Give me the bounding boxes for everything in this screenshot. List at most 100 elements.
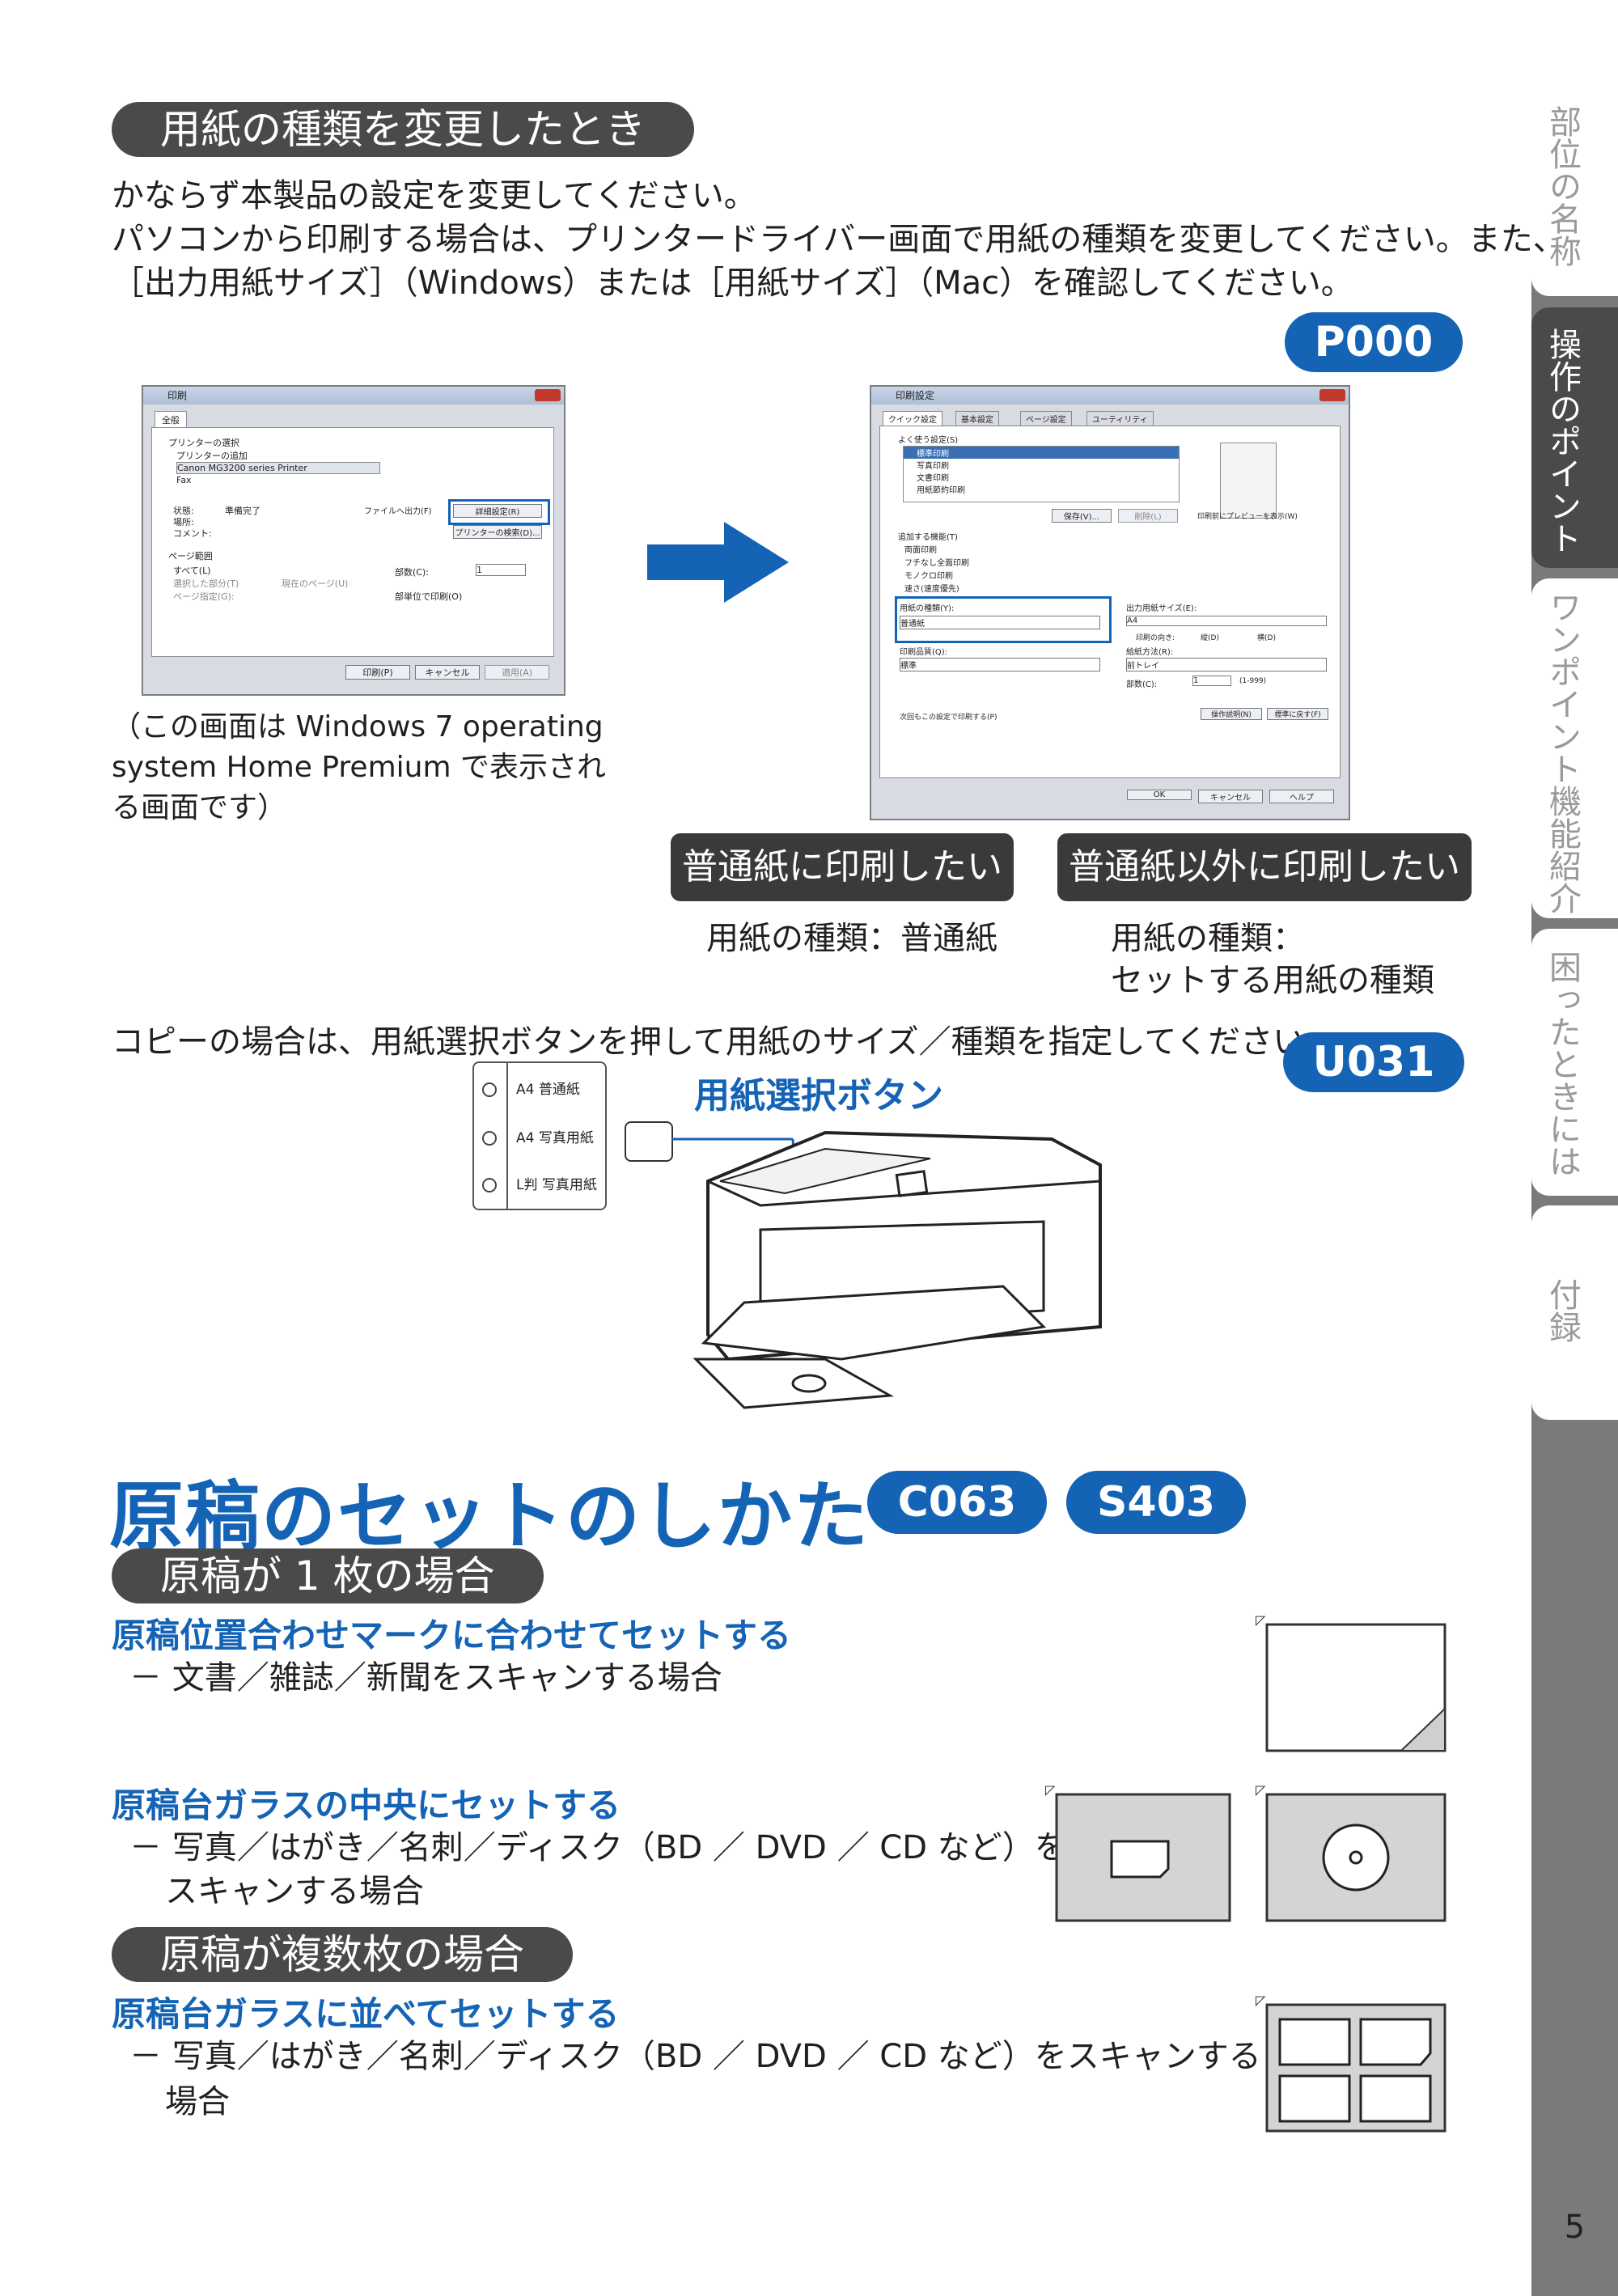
page-number: 5 [1564,2209,1586,2246]
find-printer-button[interactable]: プリンターの検索(D)... [453,525,542,539]
svg-text:◸: ◸ [1256,1612,1266,1628]
tab-quick-setup[interactable]: クイック設定 [883,411,942,426]
printer-add[interactable]: プリンターの追加 [176,451,248,461]
sidebar-tab-one-point[interactable] [1531,578,1618,918]
output-size-select[interactable]: A4 [1126,616,1327,626]
tab-main[interactable]: 基本設定 [955,411,999,426]
frequent-item-document[interactable]: 文書印刷 [917,474,949,483]
cancel-button[interactable]: キャンセル [415,665,480,680]
section-title: 原稿のセットのしかた [109,1473,870,1560]
tab-page-setup[interactable]: ページ設定 [1020,411,1072,426]
close-icon[interactable] [535,389,561,401]
detail-settings-button[interactable]: 詳細設定(R) [453,504,542,518]
reference-code-c063[interactable]: C063 [867,1471,1047,1534]
svg-text:◸: ◸ [1256,1782,1266,1798]
section-pill-paper-type: 用紙の種類を変更したとき [112,102,694,157]
additional-mono[interactable]: モノクロ印刷 [904,572,953,581]
sidebar-tab-appendix[interactable] [1531,1205,1618,1420]
panel-option-a4-photo: A4 写真用紙 [516,1130,594,1146]
reference-code-u031[interactable]: U031 [1283,1032,1464,1092]
always-print-checkbox[interactable]: 次回もこの設定で印刷する(P) [900,714,997,722]
copies-input[interactable]: 1 [476,564,526,576]
print-dialog-screenshot: 印刷 全般 プリンターの選択 プリンターの追加 Canon MG3200 ser… [142,385,565,696]
sidebar-tab-part-names[interactable] [1531,0,1618,296]
other-paper-note-2: セットする用紙の種類 [1111,962,1434,999]
preview-checkbox[interactable]: 印刷前にプレビューを表示(W) [1197,513,1298,521]
status-value: 準備完了 [225,506,260,516]
paper-select-panel: A4 普通紙 A4 写真用紙 L判 写真用紙 [472,1061,607,1210]
media-type-select[interactable]: 普通紙 [900,616,1100,629]
print-button[interactable]: 印刷(P) [345,665,410,680]
page-range-label: ページ範囲 [168,551,213,561]
reference-code-s403[interactable]: S403 [1066,1471,1246,1534]
paper-select-button-icon[interactable] [625,1121,673,1162]
orientation-landscape[interactable]: 横(D) [1257,634,1276,642]
quality-select[interactable]: 標準 [900,658,1100,671]
orientation-portrait[interactable]: 縦(D) [1201,634,1219,642]
settings-copies-label: 部数(C): [1126,680,1158,689]
defaults-button[interactable]: 標準に戻す(F) [1267,708,1328,720]
bullet-photos-1: － 写真／はがき／名刺／ディスク（BD ／ DVD ／ CD など）を [129,1829,1067,1866]
media-type-label: 用紙の種類(Y): [900,604,955,613]
copy-instruction: コピーの場合は、用紙選択ボタンを押して用紙のサイズ／種類を指定してください。 [112,1023,1338,1061]
printer-canon[interactable]: Canon MG3200 series Printer [176,462,380,474]
sidebar-tab-operation-active[interactable] [1531,307,1618,568]
quality-label: 印刷品質(Q): [900,648,948,657]
printer-fax[interactable]: Fax [176,475,192,485]
paper-source-select[interactable]: 前トレイ [1126,658,1327,671]
settings-dialog-screenshot: 印刷設定 クイック設定 基本設定 ページ設定 ユーティリティ よく使う設定(S)… [870,385,1350,820]
frequent-item-eco[interactable]: 用紙節約印刷 [917,486,965,495]
range-all[interactable]: すべて(L) [173,566,211,576]
copies-range: (1-999) [1239,677,1267,685]
tab-general[interactable]: 全般 [155,411,187,429]
caption-line-1: （この画面は Windows 7 operating [112,710,604,743]
paper-select-button-label: 用紙選択ボタン [694,1075,943,1116]
delete-button[interactable]: 削除(L) [1118,509,1178,523]
additional-fast[interactable]: 速さ(速度優先) [904,585,959,594]
led-icon [482,1082,497,1097]
close-icon[interactable] [1319,389,1345,401]
additional-duplex[interactable]: 両面印刷 [904,546,937,555]
single-document-pill: 原稿が 1 枚の場合 [112,1548,544,1603]
frequent-list[interactable]: 標準印刷 写真印刷 文書印刷 用紙節約印刷 [903,446,1180,502]
additional-group-label: 追加する機能(T) [898,533,958,542]
range-selection[interactable]: 選択した部分(T) [173,578,239,589]
bullet-documents: － 文書／雑誌／新聞をスキャンする場合 [129,1659,722,1697]
reference-code-p000[interactable]: P000 [1285,312,1463,372]
ok-button[interactable]: OK [1127,790,1192,800]
media-type-highlight [895,596,1112,643]
intro-line-1: かならず本製品の設定を変更してください。 [112,177,756,214]
printer-select-group-label: プリンターの選択 [168,438,239,448]
frequent-item-standard[interactable]: 標準印刷 [904,447,1179,459]
plain-paper-label: 普通紙に印刷したい [671,833,1014,901]
caption-line-2: system Home Premium で表示され [112,751,606,784]
arrow-right-icon [647,522,789,603]
collate-checkbox[interactable]: 部単位で印刷(O) [395,591,463,602]
help-button[interactable]: ヘルプ [1269,790,1334,803]
caption-line-3: る画面です） [112,791,287,824]
save-button[interactable]: 保存(V)... [1052,509,1112,523]
sidebar-tab-one-point-label: ワンポイント機能紹介 [1544,591,1581,914]
platen-diagram-multiple: ◸ [1256,1993,1446,2133]
svg-text:◸: ◸ [1256,1993,1266,2008]
range-pages[interactable]: ページ指定(G): [173,591,235,602]
range-current[interactable]: 現在のページ(U) [282,578,349,589]
sidebar-tab-appendix-label: 付録 [1544,1278,1581,1343]
sidebar-tab-trouble[interactable] [1531,929,1618,1196]
additional-borderless[interactable]: フチなし全面印刷 [904,559,969,568]
settings-copies-input[interactable]: 1 [1192,676,1231,686]
preview-thumbnail [1220,443,1277,519]
tab-utility[interactable]: ユーティリティ [1086,411,1154,426]
apply-button[interactable]: 適用(A) [485,665,549,680]
platen-diagram-corner: ◸ [1256,1612,1446,1752]
print-dialog-body: プリンターの選択 プリンターの追加 Canon MG3200 series Pr… [151,427,554,657]
frequent-item-photo[interactable]: 写真印刷 [917,462,949,471]
settings-cancel-button[interactable]: キャンセル [1198,790,1263,803]
settings-dialog-title: 印刷設定 [871,387,1349,405]
instructions-button[interactable]: 操作説明(N) [1201,708,1262,720]
bullet-photos-2: スキャンする場合 [165,1873,424,1910]
sidebar-tab-operation-label: 操作のポイント [1544,328,1581,554]
detail-highlight [448,499,550,525]
file-output-checkbox[interactable]: ファイルへ出力(F) [364,507,432,516]
svg-text:◸: ◸ [1045,1782,1056,1798]
